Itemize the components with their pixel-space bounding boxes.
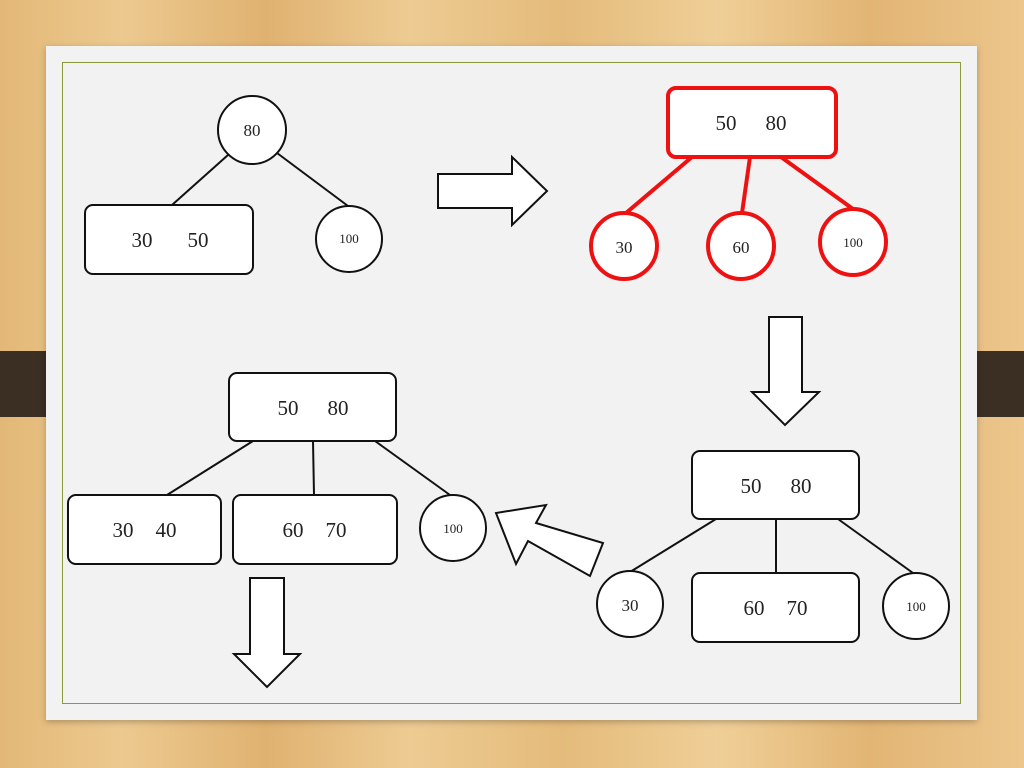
arrow-down-icon [231, 577, 303, 689]
stage2-child-node-3 [818, 207, 888, 277]
stage3-root-key-2: 80 [791, 474, 812, 498]
stage1-edge-left [171, 154, 229, 206]
arrow-down-icon [749, 316, 822, 427]
stage4-edge-middle [312, 440, 315, 496]
stage3-middle-key-1: 60 [744, 596, 765, 620]
stage2-root-key-1: 50 [716, 111, 737, 135]
stage3-left-key: 30 [622, 596, 639, 615]
stage3-middle-node [691, 572, 860, 643]
stage3-tree [596, 450, 950, 643]
stage1-left-key-2: 50 [188, 228, 209, 252]
stage4-middle-node [232, 494, 398, 565]
stage4-right-key: 100 [443, 521, 463, 536]
stage2-root-key-2: 80 [766, 111, 787, 135]
stage2-child-node-2 [706, 211, 776, 281]
stage3-left-node [596, 570, 664, 638]
stage2-child-key-2: 60 [733, 238, 750, 257]
stage3-edge-left [629, 518, 717, 573]
stage4-edge-right [374, 440, 451, 496]
stage4-left-key-2: 40 [156, 518, 177, 542]
stage4-root-key-2: 80 [328, 396, 349, 420]
stage2-child-key-1: 30 [616, 238, 633, 257]
stage4-edge-left [166, 440, 254, 496]
stage4-middle-key-1: 60 [283, 518, 304, 542]
stage2-tree [589, 86, 888, 281]
stage4-left-node [67, 494, 222, 565]
stage3-root-node [691, 450, 860, 520]
stage4-middle-key-2: 70 [326, 518, 347, 542]
stage4-root-key-1: 50 [278, 396, 299, 420]
stage2-edge-left [624, 155, 694, 215]
stage3-edge-right [837, 518, 914, 574]
stage4-root-node [228, 372, 397, 442]
stage2-edge-middle [740, 156, 752, 214]
arrow-right-icon [437, 154, 549, 228]
stage1-right-key: 100 [339, 231, 359, 246]
stage3-middle-key-2: 70 [787, 596, 808, 620]
stage1-left-node [84, 204, 254, 275]
stage1-root-key: 80 [244, 121, 261, 140]
stage4-tree [67, 372, 487, 565]
stage1-tree [84, 95, 383, 275]
arrow-up-left-icon [494, 503, 605, 578]
stage2-root-node [666, 86, 838, 159]
stage1-left-key-1: 30 [132, 228, 153, 252]
stage3-root-key-1: 50 [741, 474, 762, 498]
stage1-right-node [315, 205, 383, 273]
stage1-edge-right [276, 152, 349, 207]
stage2-child-node-1 [589, 211, 659, 281]
stage4-left-key-1: 30 [113, 518, 134, 542]
stage1-root-node [217, 95, 287, 165]
slide-frame [62, 62, 961, 704]
stage2-edge-right [779, 155, 855, 211]
stage3-right-key: 100 [906, 599, 926, 614]
stage2-child-key-3: 100 [843, 235, 863, 250]
stage4-right-node [419, 494, 487, 562]
stage3-right-node [882, 572, 950, 640]
